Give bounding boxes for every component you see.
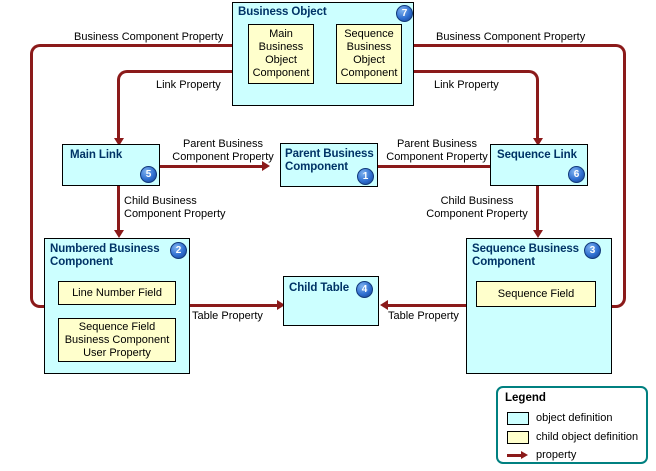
legend-item-property-label: property <box>536 449 577 461</box>
node-numbered-business-component-badge: 2 <box>170 242 187 259</box>
legend-item-property: property <box>507 447 576 463</box>
node-sequence-field-label: Sequence Field <box>497 287 575 300</box>
node-main-link-badge: 5 <box>140 166 157 183</box>
legend-item-child-object-definition-label: child object definition <box>536 431 639 443</box>
legend: Legend object definition child object de… <box>496 386 648 464</box>
edge-linkprop-right-corner <box>519 70 539 90</box>
node-business-object-title: Business Object <box>238 6 327 18</box>
edge-linkprop-left-arrowhead <box>114 138 124 146</box>
edge-sequence-bc-to-child-table <box>388 304 468 307</box>
edge-linkprop-left-corner <box>117 70 137 90</box>
node-business-object-badge: 7 <box>396 5 413 22</box>
node-sequence-bo-component[interactable]: Sequence Business Object Component <box>336 24 402 84</box>
node-sequence-business-component-badge: 3 <box>584 242 601 259</box>
edge-bcp-left-horizontal <box>40 44 242 47</box>
legend-item-object-definition-label: object definition <box>536 412 613 424</box>
node-parent-business-component-badge: 1 <box>357 168 374 185</box>
edge-main-link-to-parent-bc <box>160 165 265 168</box>
node-main-link-title: Main Link <box>70 149 123 161</box>
legend-item-child-object-definition: child object definition <box>507 429 638 445</box>
node-sequence-link-title: Sequence Link <box>497 149 577 161</box>
edge-bcp-right-horizontal <box>414 44 616 47</box>
edge-bcp-left-corner <box>30 44 50 64</box>
property-arrow-icon <box>507 449 529 462</box>
edge-main-link-to-numbered-bc <box>117 185 120 233</box>
node-line-number-field[interactable]: Line Number Field <box>58 281 176 305</box>
label-table-property-left: Table Property <box>192 310 263 322</box>
edge-linkprop-left-vertical <box>117 86 120 141</box>
edge-bcp-right-corner <box>606 44 626 64</box>
child-object-definition-swatch-icon <box>507 430 529 444</box>
edge-main-link-to-parent-bc-arrowhead <box>262 161 270 171</box>
node-numbered-business-component-title: Numbered Business Component <box>50 243 160 268</box>
legend-title: Legend <box>505 392 546 404</box>
edge-linkprop-right-horizontal <box>414 70 529 73</box>
node-child-table-title: Child Table <box>289 282 350 294</box>
node-sequence-bo-component-label: Sequence Business Object Component <box>340 28 398 79</box>
node-main-bo-component-label: Main Business Object Component <box>252 28 310 79</box>
label-link-property-left: Link Property <box>156 79 221 91</box>
label-business-component-property-right: Business Component Property <box>436 31 586 43</box>
edge-main-link-to-numbered-bc-arrowhead <box>114 230 124 238</box>
node-line-number-field-label: Line Number Field <box>72 286 162 299</box>
edge-sequence-link-to-parent-bc <box>330 165 490 168</box>
legend-item-object-definition: object definition <box>507 410 612 426</box>
node-sequence-business-component-title: Sequence Business Component <box>472 243 579 268</box>
edge-sequence-link-to-sequence-bc <box>536 185 539 233</box>
node-main-bo-component[interactable]: Main Business Object Component <box>248 24 314 84</box>
label-child-business-component-property-left: Child Business Component Property <box>124 195 226 220</box>
edge-bcp-right-vertical <box>623 60 626 295</box>
node-sequence-link-badge: 6 <box>568 166 585 183</box>
edge-bcp-left-corner2 <box>30 288 50 308</box>
edge-sequence-bc-to-child-table-arrowhead <box>380 300 388 310</box>
node-parent-business-component-title: Parent Business Component <box>285 148 374 173</box>
label-table-property-right: Table Property <box>388 310 459 322</box>
node-sequence-field[interactable]: Sequence Field <box>476 281 596 307</box>
label-parent-business-component-property-left: Parent Business Component Property <box>172 138 274 163</box>
node-sequence-field-user-property[interactable]: Sequence Field Business Component User P… <box>58 318 176 362</box>
object-definition-swatch-icon <box>507 411 529 425</box>
edge-numbered-bc-to-child-table <box>190 304 280 307</box>
node-child-table-badge: 4 <box>356 281 373 298</box>
edge-linkprop-right-arrowhead <box>533 138 543 146</box>
label-child-business-component-property-right: Child Business Component Property <box>426 195 528 220</box>
edge-linkprop-left-horizontal <box>127 70 242 73</box>
label-business-component-property-left: Business Component Property <box>74 31 224 43</box>
edge-linkprop-right-vertical <box>536 86 539 141</box>
edge-numbered-bc-to-child-table-arrowhead <box>277 300 285 310</box>
label-link-property-right: Link Property <box>434 79 499 91</box>
edge-bcp-left-vertical <box>30 60 33 295</box>
edge-bcp-right-corner2 <box>606 288 626 308</box>
node-sequence-field-user-property-label: Sequence Field Business Component User P… <box>64 320 170 359</box>
label-parent-business-component-property-right: Parent Business Component Property <box>386 138 488 163</box>
edge-sequence-link-to-sequence-bc-arrowhead <box>533 230 543 238</box>
